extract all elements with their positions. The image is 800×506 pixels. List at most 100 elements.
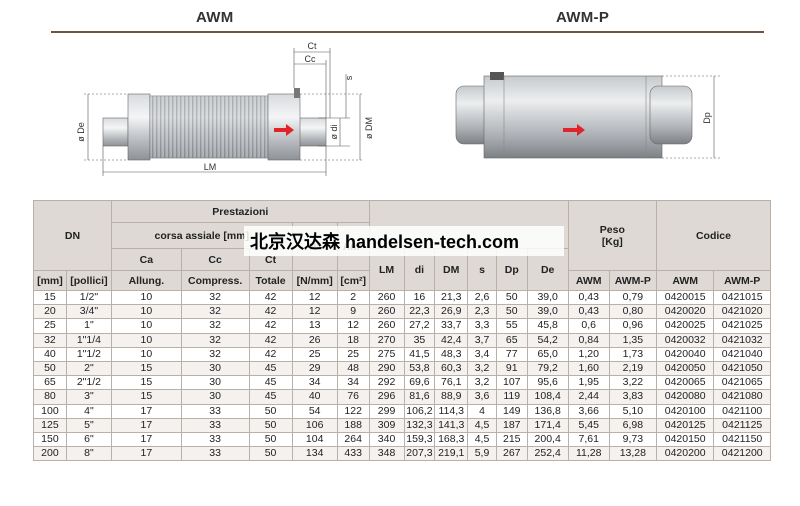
- table-cell: 106,2: [403, 403, 436, 419]
- table-cell: 10: [111, 332, 182, 348]
- label-lm: LM: [204, 162, 217, 172]
- table-cell: 122: [336, 403, 370, 419]
- table-cell: 17: [111, 431, 182, 448]
- label-de: ø De: [76, 122, 86, 142]
- table-cell: 6": [65, 431, 113, 448]
- table-cell: 26: [291, 332, 338, 348]
- table-cell: 290: [368, 360, 405, 377]
- table-cell: 119: [495, 389, 528, 405]
- table-cell: 1": [65, 318, 113, 334]
- table-cell: 42: [248, 304, 293, 320]
- table-cell: 55: [495, 318, 528, 334]
- table-cell: 35: [403, 332, 436, 348]
- table-cell: 0,6: [567, 318, 610, 334]
- table-cell: 11,28: [567, 446, 610, 462]
- table-cell: 3,6: [467, 389, 497, 405]
- table-cell: 30: [180, 375, 250, 391]
- table-cell: 32: [180, 304, 250, 320]
- table-cell: 45: [248, 375, 293, 391]
- table-cell: 0421080: [713, 389, 771, 405]
- table-cell: 26,9: [434, 304, 469, 320]
- table-cell: 252,4: [526, 446, 569, 462]
- table-cell: 134: [291, 446, 338, 462]
- flow-arrow-icon-p: [563, 124, 585, 136]
- table-cell: 12: [336, 318, 370, 334]
- sub-awmp-peso: AWM-P: [608, 270, 657, 291]
- technical-drawings: ø De LM Ct Cc s ø di ø DM Dp: [76, 41, 720, 176]
- table-cell: 50: [248, 446, 293, 462]
- table-cell: 33,7: [434, 318, 469, 334]
- sub-awmp-code: AWM-P: [713, 270, 771, 291]
- table-cell: 40: [291, 389, 338, 405]
- table-cell: 10: [111, 346, 182, 362]
- table-cell: 4": [65, 403, 113, 419]
- label-dp: Dp: [702, 112, 712, 124]
- table-cell: 80: [33, 389, 67, 405]
- table-cell: 106: [291, 417, 338, 433]
- awm-p-drawing: Dp: [455, 72, 720, 159]
- table-cell: 76,1: [434, 375, 469, 391]
- table-cell: 12: [291, 289, 338, 306]
- unit-mm: [mm]: [33, 270, 67, 291]
- table-cell: 0420150: [655, 431, 715, 448]
- table-cell: 25: [336, 346, 370, 362]
- table-cell: 42,4: [434, 332, 469, 348]
- table-cell: 33: [180, 431, 250, 448]
- table-cell: 7,61: [567, 431, 610, 448]
- table-cell: 0421125: [713, 417, 771, 433]
- table-cell: 50: [495, 304, 528, 320]
- table-cell: 16: [403, 289, 436, 306]
- label-cc: Cc: [305, 54, 316, 64]
- table-cell: 100: [33, 403, 67, 419]
- table-cell: 0420065: [655, 375, 715, 391]
- table-cell: 0420080: [655, 389, 715, 405]
- unit-nmm: [N/mm]: [291, 270, 338, 291]
- unit-cm2: [cm²]: [336, 270, 370, 291]
- table-cell: 171,4: [526, 417, 569, 433]
- table-cell: 42: [248, 289, 293, 306]
- table-cell: 3,7: [467, 332, 497, 348]
- sub-compress: Compress.: [180, 270, 250, 291]
- table-cell: 0421025: [713, 318, 771, 334]
- table-cell: 50: [248, 403, 293, 419]
- table-cell: 132,3: [403, 417, 436, 433]
- table-cell: 27,2: [403, 318, 436, 334]
- table-cell: 33: [180, 446, 250, 462]
- table-cell: 0420032: [655, 332, 715, 348]
- table-cell: 2,6: [467, 289, 497, 306]
- table-cell: 17: [111, 417, 182, 433]
- label-di: ø di: [329, 124, 339, 139]
- table-cell: 45: [248, 389, 293, 405]
- table-cell: 9: [336, 304, 370, 320]
- table-cell: 2"1/2: [65, 375, 113, 391]
- table-cell: 32: [180, 318, 250, 334]
- table-cell: 25: [291, 346, 338, 362]
- table-cell: 275: [368, 346, 405, 362]
- table-cell: 53,8: [403, 360, 436, 377]
- table-cell: 3,3: [467, 318, 497, 334]
- table-cell: 264: [336, 431, 370, 448]
- table-cell: 0421200: [713, 446, 771, 462]
- table-cell: 4: [467, 403, 497, 419]
- table-cell: 125: [33, 417, 67, 433]
- table-cell: 69,6: [403, 375, 436, 391]
- flow-arrow-icon: [274, 124, 294, 136]
- table-cell: 3": [65, 389, 113, 405]
- table-cell: 0420040: [655, 346, 715, 362]
- table-cell: 1,20: [567, 346, 610, 362]
- table-cell: 4,5: [467, 431, 497, 448]
- table-cell: 1"1/2: [65, 346, 113, 362]
- table-cell: 15: [33, 289, 67, 306]
- table-cell: 65,0: [526, 346, 569, 362]
- table-cell: 3,66: [567, 403, 610, 419]
- table-cell: 3,4: [467, 346, 497, 362]
- table-cell: 0420200: [655, 446, 715, 462]
- table-cell: 3,2: [467, 375, 497, 391]
- table-cell: 17: [111, 446, 182, 462]
- header-cc: Cc: [180, 248, 250, 271]
- table-cell: 65: [33, 375, 67, 391]
- table-cell: 1"1/4: [65, 332, 113, 348]
